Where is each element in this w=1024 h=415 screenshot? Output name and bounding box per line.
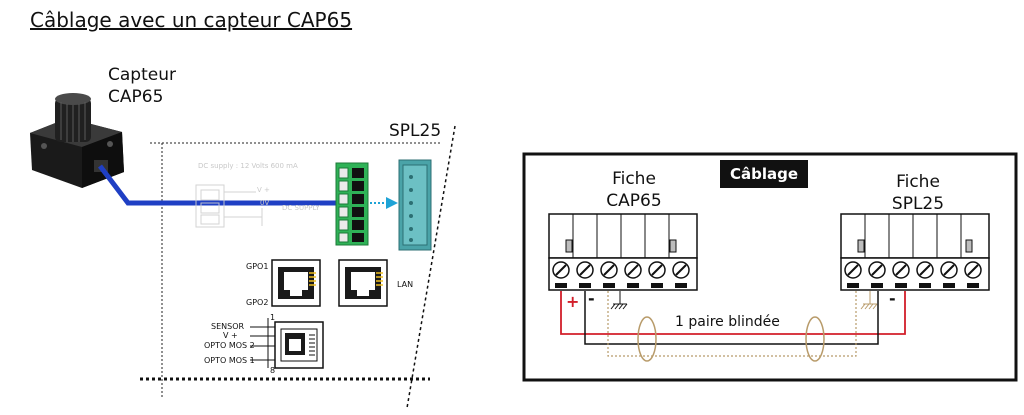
sensor-pin-label: SENSOR xyxy=(211,322,245,331)
sensor-cable xyxy=(98,164,340,206)
sensor-label-line2: CAP65 xyxy=(108,87,164,107)
dc-supply-label: DC supply : 12 Volts 600 mA xyxy=(198,162,298,170)
vplus-pin-label: V + xyxy=(223,331,238,340)
gpo-rj45-port xyxy=(271,259,321,307)
red-wire xyxy=(560,291,906,335)
sensor-rj45-port xyxy=(250,318,324,369)
right-plug-label-line2: SPL25 xyxy=(891,194,945,214)
black-wire xyxy=(584,291,879,345)
cable-oval-left xyxy=(637,316,657,362)
sensor-label: Capteur CAP65 xyxy=(108,64,176,108)
dc-supply-pin-v: V + xyxy=(257,186,270,194)
dc-supply-pin-0v: 0V xyxy=(260,199,270,207)
sensor-label-line1: Capteur xyxy=(108,65,176,85)
plus-marker: + xyxy=(566,292,580,311)
left-plug-label-line2: CAP65 xyxy=(606,191,662,211)
right-plug-label: Fiche SPL25 xyxy=(888,171,948,215)
page-title: Câblage avec un capteur CAP65 xyxy=(30,8,353,32)
wiring-title: Câblage xyxy=(720,160,808,188)
lan-label: LAN xyxy=(397,280,414,289)
lan-rj45-port xyxy=(338,259,388,307)
green-terminal-block xyxy=(335,162,369,246)
ground-icon-left xyxy=(610,291,628,310)
insert-arrow-icon xyxy=(386,197,398,209)
pair-label: 1 paire blindée xyxy=(675,314,780,330)
device-name: SPL25 xyxy=(389,121,442,141)
sensor-cap65-icon xyxy=(30,93,124,188)
pin-number-8: 8 xyxy=(270,366,276,375)
minus-marker-right: - xyxy=(889,289,896,308)
gpo2-label: GPO2 xyxy=(246,298,269,307)
plug-cap65 xyxy=(548,213,698,291)
ground-icon-right xyxy=(860,291,878,310)
cable-oval-right xyxy=(805,316,825,362)
teal-connector xyxy=(398,159,432,251)
shield-wire xyxy=(607,291,857,357)
left-plug-label-line1: Fiche xyxy=(612,169,656,189)
opto-mos1-label: OPTO MOS 1 xyxy=(204,356,255,365)
dc-supply-side-label: DC SUPPLY xyxy=(282,204,320,212)
gpo1-label: GPO1 xyxy=(246,262,269,271)
minus-marker-left: - xyxy=(588,289,595,308)
wiring-diagram xyxy=(522,152,1018,382)
left-plug-label: Fiche CAP65 xyxy=(604,168,664,212)
plug-spl25 xyxy=(840,213,990,291)
right-plug-label-line1: Fiche xyxy=(896,172,940,192)
pin-number-1: 1 xyxy=(270,313,276,322)
opto-mos2-label: OPTO MOS 2 xyxy=(204,341,255,350)
dc-supply-block xyxy=(195,184,263,228)
spl25-illustration xyxy=(30,93,456,409)
